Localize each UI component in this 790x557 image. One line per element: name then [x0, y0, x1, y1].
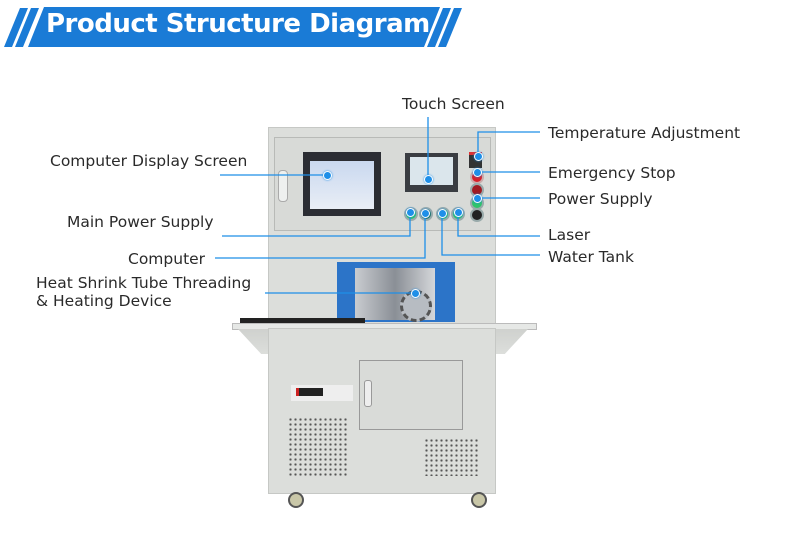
computer-display-content	[310, 161, 374, 209]
label-emergency-stop: Emergency Stop	[548, 164, 676, 182]
black-button	[470, 208, 484, 222]
label-power-supply: Power Supply	[548, 190, 653, 208]
label-touch-screen: Touch Screen	[402, 95, 505, 113]
marker-laser	[454, 208, 463, 217]
label-heat-shrink-line2: & Heating Device	[36, 292, 172, 310]
right-vent	[424, 438, 480, 476]
leader-temperature-adjustment	[477, 131, 540, 156]
label-computer: Computer	[128, 250, 206, 268]
marker-power-supply	[473, 194, 482, 203]
marker-heat-shrink	[411, 289, 420, 298]
marker-temperature	[474, 152, 483, 161]
label-temperature-adjustment: Temperature Adjustment	[548, 124, 741, 142]
page-title: Product Structure Diagram	[46, 9, 430, 39]
label-laser: Laser	[548, 226, 591, 244]
leader-water-tank	[441, 213, 540, 256]
banner-stripe-right-1	[427, 8, 451, 47]
leader-laser	[457, 212, 540, 237]
marker-display-screen	[323, 171, 332, 180]
marker-main-power	[406, 208, 415, 217]
chiller-display	[296, 388, 323, 396]
label-computer-display-screen: Computer Display Screen	[50, 152, 248, 170]
leader-main-power-supply	[222, 212, 411, 237]
wheel-left	[288, 492, 304, 508]
keyboard	[240, 318, 365, 324]
marker-computer	[421, 209, 430, 218]
wheel-right	[471, 492, 487, 508]
label-heat-shrink-line1: Heat Shrink Tube Threading	[36, 274, 252, 292]
left-vent	[288, 417, 348, 477]
panel-handle	[278, 170, 288, 202]
title-banner	[4, 7, 462, 47]
banner-background	[28, 7, 440, 47]
leader-computer	[215, 213, 426, 259]
marker-touch-screen	[424, 175, 433, 184]
marker-water-tank	[438, 209, 447, 218]
label-main-power-supply: Main Power Supply	[67, 213, 214, 231]
label-water-tank: Water Tank	[548, 248, 634, 266]
banner-stripe-left-1	[4, 8, 28, 47]
cabinet-door	[359, 360, 463, 430]
banner-stripe-right-2	[438, 8, 462, 47]
door-handle	[364, 380, 372, 407]
banner-stripe-left-2	[15, 8, 39, 47]
marker-emergency-stop	[473, 168, 482, 177]
